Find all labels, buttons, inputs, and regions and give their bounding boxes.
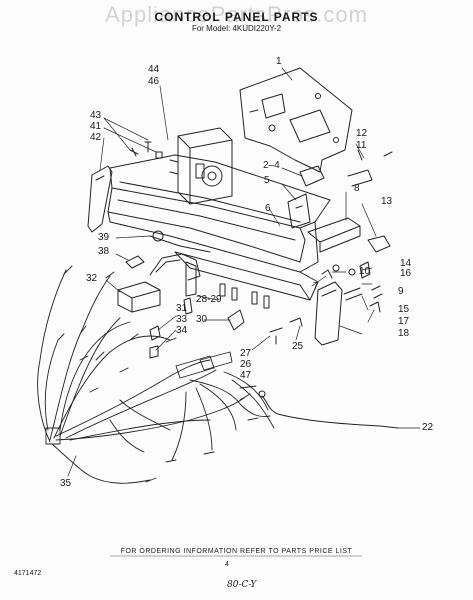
page-number: 4 [225,561,229,568]
callout-22: 22 [422,422,434,433]
knob-part-39 [125,230,164,269]
callout-5: 5 [264,175,270,186]
callout-28-29: 28-29 [196,294,222,305]
watermark: AppliancePartsPros.com [105,2,368,27]
handwritten-note: 80-C-Y [227,580,257,590]
callout-38: 38 [98,246,110,257]
callout-9: 9 [398,286,404,297]
lamp-housing-part [117,281,161,313]
callout-6: 6 [265,203,271,214]
callout-1: 1 [276,56,282,67]
callout-44: 44 [148,64,160,75]
callout-13: 13 [381,196,393,207]
small-hardware-parts [321,261,383,313]
ground-wire-part [258,390,399,429]
document-number: 4171472 [14,570,42,577]
callout-39: 39 [98,232,110,243]
fastener-parts-31 [149,297,245,359]
callout-32: 32 [86,273,98,284]
callout-14: 14 [400,258,412,269]
model-subtitle: For Model: 4KUDI220Y-2 [191,24,282,33]
callout-25: 25 [292,341,304,352]
callout-46: 46 [148,76,160,87]
timer-assembly-part [169,127,233,205]
callout-16: 16 [400,268,412,279]
callout-42: 42 [90,132,102,143]
callout-27: 27 [240,348,252,359]
callout-33: 33 [176,314,188,325]
screw-parts-43 [129,141,163,159]
ordering-note: FOR ORDERING INFORMATION REFER TO PARTS … [120,548,353,555]
right-end-cap-part [314,281,343,346]
back-plate-part [239,67,353,173]
switch-block-part [307,217,391,253]
callout-34: 34 [176,325,188,336]
callout-15: 15 [398,304,410,315]
callout-26: 26 [240,359,252,370]
diagram-title: CONTROL PANEL PARTS [154,10,319,24]
callout-17: 17 [398,316,410,327]
callout-12: 12 [356,128,368,139]
clip-part [347,149,393,187]
callout-10: 10 [359,266,371,277]
callout-2-4: 2–4 [263,160,280,171]
bracket-part-28 [149,253,201,297]
callout-18: 18 [398,328,410,339]
wire-harness-part [37,265,275,484]
callout-7: 7 [313,281,319,292]
callout-35: 35 [60,478,72,489]
callout-8: 8 [354,183,360,194]
callout-31: 31 [176,303,188,314]
left-end-cap-part [87,165,113,233]
switch-part [287,165,325,229]
callout-11: 11 [356,140,367,151]
callout-leader-lines [67,67,421,477]
callout-47: 47 [240,370,252,381]
screw-parts-27 [269,317,303,345]
callout-30: 30 [196,314,208,325]
callout-41: 41 [90,121,102,132]
callout-43: 43 [90,110,102,121]
console-housing-part [107,154,331,309]
